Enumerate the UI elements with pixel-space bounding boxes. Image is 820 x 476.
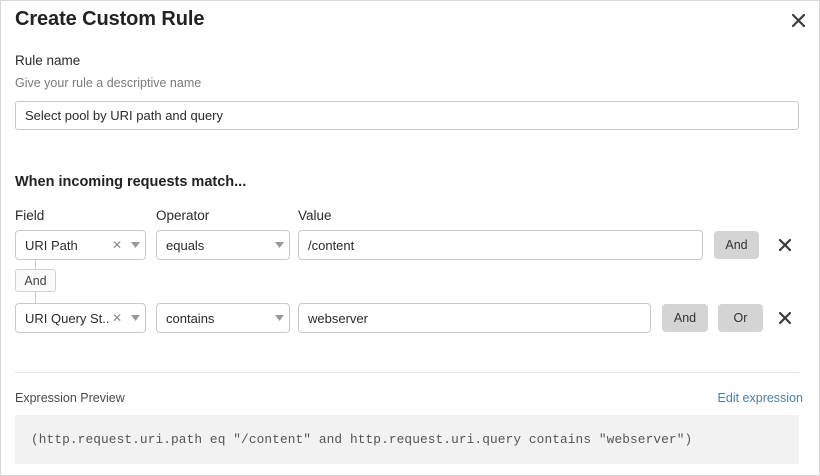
clear-x-icon[interactable]: ✕ xyxy=(111,311,122,325)
value-input-1[interactable] xyxy=(298,230,703,260)
chevron-down-icon[interactable] xyxy=(269,242,289,248)
expression-preview-text: (http.request.uri.path eq "/content" and… xyxy=(31,432,693,447)
condition-row: URI Path ✕ equals And xyxy=(1,230,819,260)
add-and-condition-button-2[interactable]: And xyxy=(662,304,708,332)
delete-condition-button-2[interactable] xyxy=(773,306,797,330)
connector-line xyxy=(35,292,36,303)
expression-preview-label: Expression Preview xyxy=(15,391,125,405)
rule-name-hint: Give your rule a descriptive name xyxy=(15,76,202,90)
rule-name-label: Rule name xyxy=(15,53,81,68)
clear-x-icon[interactable]: ✕ xyxy=(111,238,122,252)
field-select-1[interactable]: URI Path ✕ xyxy=(15,230,146,260)
field-select-2-value: URI Query St... xyxy=(25,310,110,326)
divider xyxy=(15,372,799,373)
condition-row: URI Query St... ✕ contains And Or xyxy=(1,303,819,333)
chevron-down-icon[interactable] xyxy=(269,315,289,321)
chevron-down-icon[interactable] xyxy=(125,242,145,248)
chevron-down-icon[interactable] xyxy=(125,315,145,321)
field-select-2[interactable]: URI Query St... ✕ xyxy=(15,303,146,333)
expression-preview-box: (http.request.uri.path eq "/content" and… xyxy=(15,415,799,464)
add-or-condition-button-2[interactable]: Or xyxy=(718,304,763,332)
field-select-1-value: URI Path xyxy=(25,237,78,253)
operator-select-1[interactable]: equals xyxy=(156,230,290,260)
close-icon[interactable] xyxy=(785,7,811,33)
add-and-condition-button-1[interactable]: And xyxy=(714,231,759,259)
operator-select-1-value: equals xyxy=(166,237,205,253)
column-header-operator: Operator xyxy=(156,208,210,223)
column-header-value: Value xyxy=(298,208,332,223)
edit-expression-link[interactable]: Edit expression xyxy=(717,391,803,405)
connector-line xyxy=(35,260,36,269)
page-title: Create Custom Rule xyxy=(15,8,205,30)
column-header-field: Field xyxy=(15,208,45,223)
value-input-2[interactable] xyxy=(298,303,651,333)
delete-condition-button-1[interactable] xyxy=(773,233,797,257)
operator-select-2-value: contains xyxy=(166,310,215,326)
operator-select-2[interactable]: contains xyxy=(156,303,290,333)
rule-name-input[interactable] xyxy=(15,101,799,130)
match-section-heading: When incoming requests match... xyxy=(15,174,247,190)
group-connector-and[interactable]: And xyxy=(15,269,56,292)
